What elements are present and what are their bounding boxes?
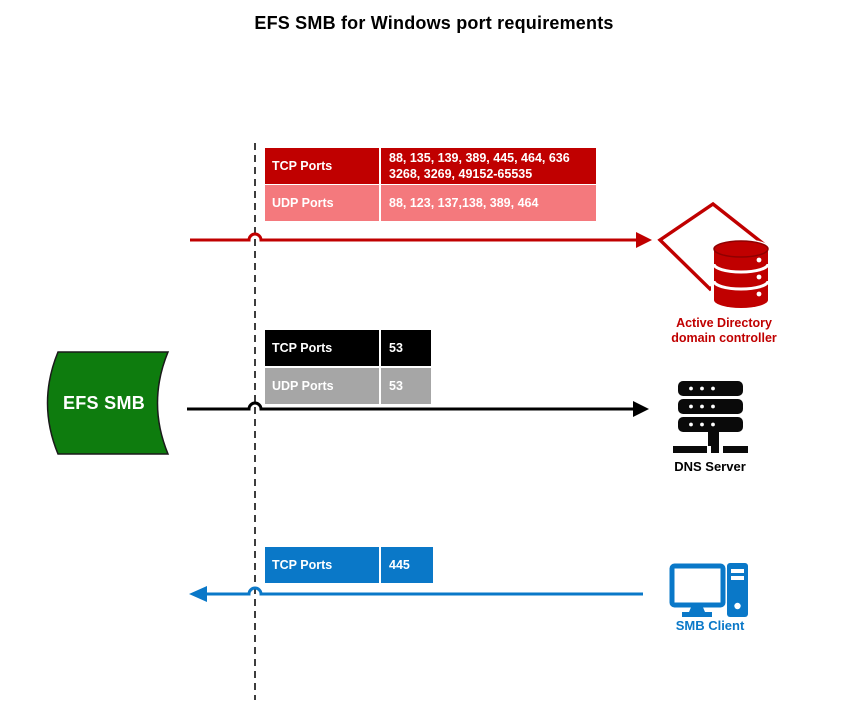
smb-port-table: TCP Ports 445: [265, 547, 433, 583]
arrow-from-smb-client: [189, 586, 643, 602]
ad-port-table: TCP Ports 88, 135, 139, 389, 445, 464, 6…: [265, 148, 596, 221]
active-directory-database-icon: [657, 201, 771, 312]
port-numbers: 445: [389, 558, 410, 572]
dns-server-label: DNS Server: [674, 459, 746, 474]
port-numbers: 53: [389, 341, 403, 355]
desktop-computer-icon: [669, 563, 748, 617]
port-type-label: TCP Ports: [265, 148, 381, 184]
diamond-outline-icon: [657, 201, 768, 292]
arrow-to-active-directory: [190, 232, 652, 248]
dns-port-table: TCP Ports 53 UDP Ports 53: [265, 330, 431, 404]
page-title: EFS SMB for Windows port requirements: [254, 13, 614, 33]
server-rack-icon: [673, 381, 748, 453]
active-directory-label: Active Directory domain controller: [671, 316, 777, 345]
port-numbers: 88, 135, 139, 389, 445, 464, 636 3268, 3…: [389, 151, 570, 181]
table-row: TCP Ports 445: [265, 547, 433, 583]
efs-smb-label: EFS SMB: [62, 393, 146, 413]
arrowhead-left-icon: [189, 586, 207, 602]
table-row: TCP Ports 88, 135, 139, 389, 445, 464, 6…: [265, 148, 596, 184]
port-type-label: TCP Ports: [265, 547, 381, 583]
port-type-label: TCP Ports: [265, 330, 381, 366]
smb-client-label: SMB Client: [675, 618, 745, 633]
table-row: UDP Ports 88, 123, 137,138, 389, 464: [265, 185, 596, 221]
tower-icon: [727, 563, 748, 617]
database-icon: [711, 239, 771, 312]
monitor-icon: [669, 563, 726, 617]
port-type-label: UDP Ports: [265, 368, 381, 404]
port-numbers: 53: [389, 379, 403, 393]
port-numbers: 88, 123, 137,138, 389, 464: [389, 196, 539, 210]
port-type-label: UDP Ports: [265, 185, 381, 221]
arrowhead-right-icon: [633, 401, 649, 417]
table-row: TCP Ports 53: [265, 330, 431, 366]
table-row: UDP Ports 53: [265, 368, 431, 404]
